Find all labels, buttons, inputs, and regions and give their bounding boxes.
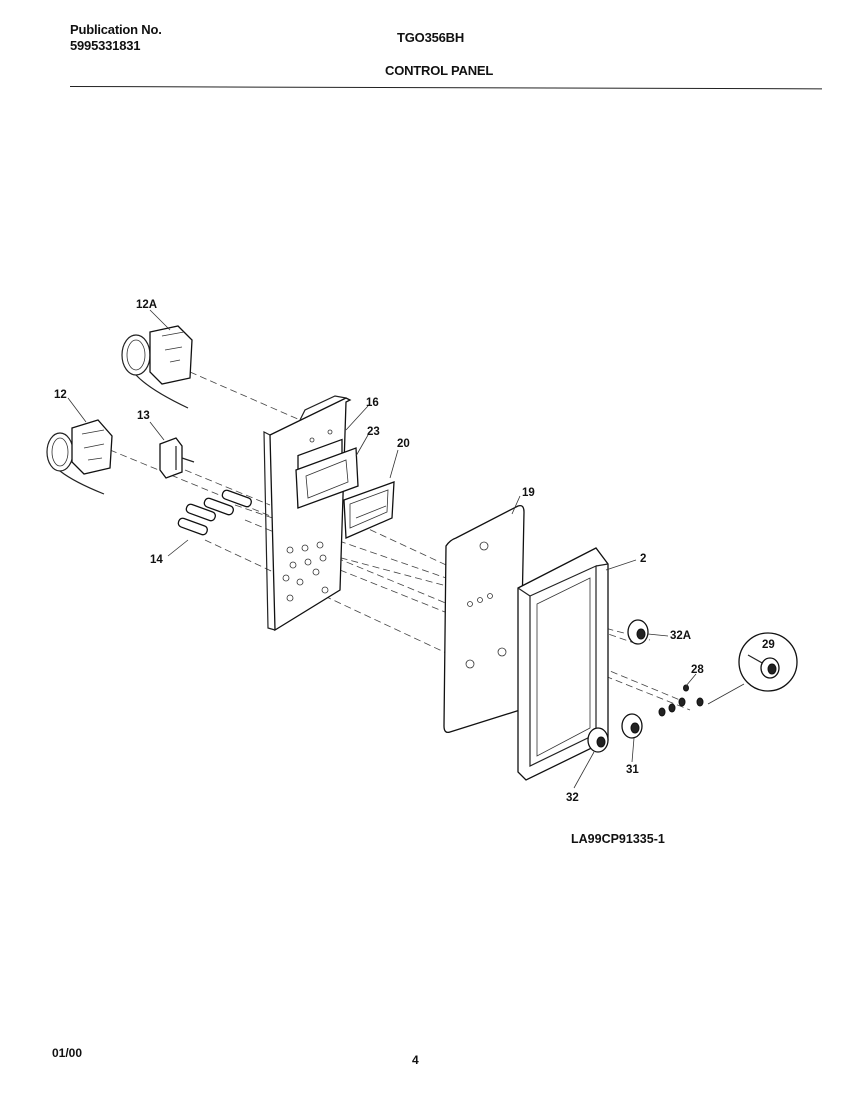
clock-timer-icon — [343, 481, 395, 539]
publication-number: 5995331831 — [70, 38, 141, 53]
footer-date: 01/00 — [52, 1046, 83, 1060]
thermostat-with-capillary-icon — [121, 325, 193, 409]
screw-icon — [658, 684, 704, 717]
knob-icon — [587, 727, 609, 753]
mounting-bracket-icon — [263, 395, 352, 632]
callout-31: 31 — [626, 764, 639, 776]
callout-19: 19 — [522, 487, 535, 499]
section-title: CONTROL PANEL — [385, 63, 494, 78]
clock-knob-icon — [707, 632, 798, 705]
callout-12A: 12A — [136, 299, 157, 311]
drawing-number: LA99CP91335-1 — [571, 832, 665, 846]
knob-icon — [627, 619, 649, 645]
switch-icon — [159, 437, 195, 479]
bracket-holes — [282, 429, 333, 602]
control-panel-overlay-icon — [443, 504, 525, 734]
callout-labels: 12A 12 13 14 16 23 20 19 2 32A 29 28 31 … — [54, 299, 775, 804]
callout-14: 14 — [150, 554, 163, 566]
page-number: 4 — [412, 1053, 419, 1067]
callout-20: 20 — [397, 438, 410, 450]
callout-32: 32 — [566, 792, 579, 804]
leader-lines — [67, 309, 697, 789]
callout-28: 28 — [691, 664, 704, 676]
callout-32A: 32A — [670, 630, 691, 642]
publication-label: Publication No. — [70, 22, 162, 37]
callout-16: 16 — [366, 397, 379, 409]
callout-29: 29 — [762, 639, 775, 651]
callout-12: 12 — [54, 389, 67, 401]
callout-23: 23 — [367, 426, 380, 438]
knob-icon — [621, 713, 643, 739]
callout-2: 2 — [640, 553, 646, 565]
thermostat-with-capillary-icon — [46, 419, 113, 495]
bracket-frame-icon — [295, 447, 359, 509]
callout-13: 13 — [137, 410, 150, 422]
indicator-light-icon — [177, 489, 252, 536]
model-number: TGO356BH — [397, 30, 465, 45]
